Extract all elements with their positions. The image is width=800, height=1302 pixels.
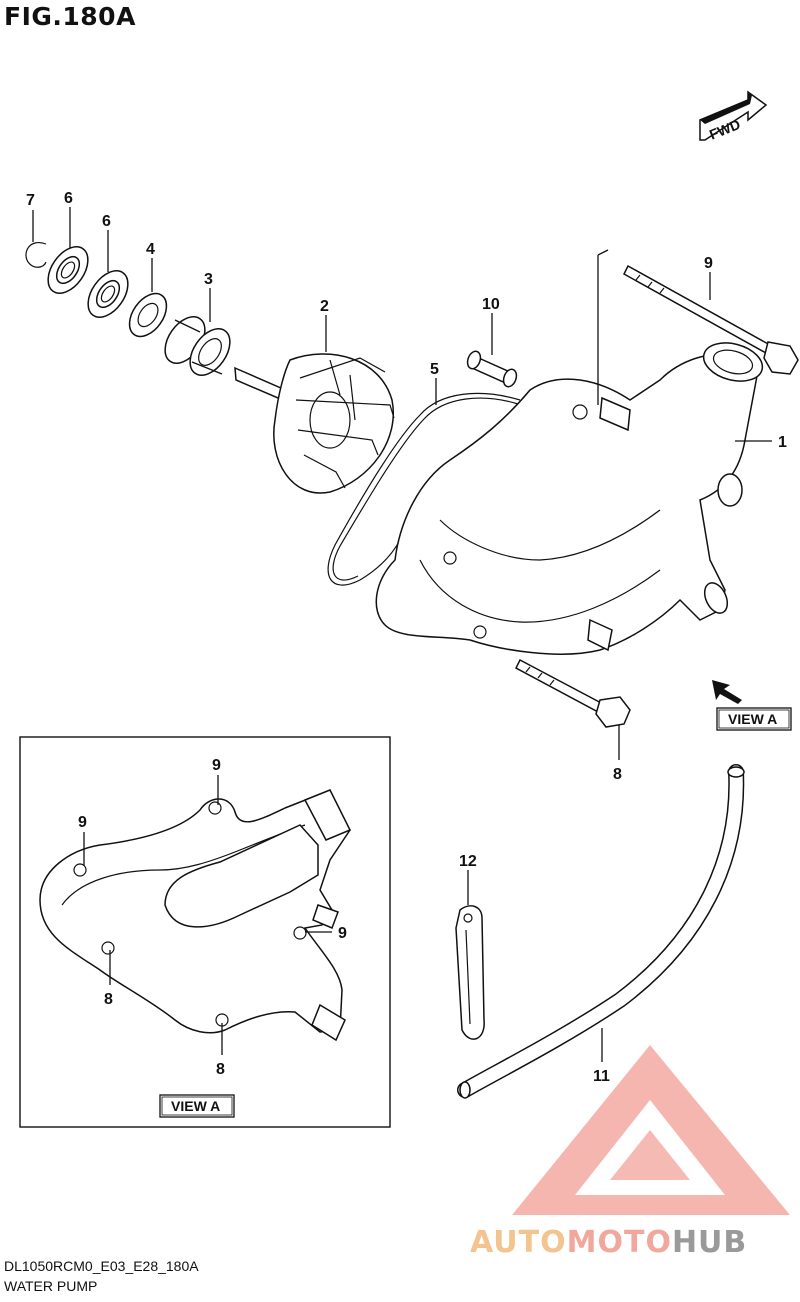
view-a-text-inset: VIEW A xyxy=(171,1098,220,1114)
watermark-part2: MOTO xyxy=(566,1225,672,1260)
view-callout-9b: 9 xyxy=(78,814,87,831)
view-callout-8b: 8 xyxy=(216,1061,225,1078)
view-callout-9c: 9 xyxy=(338,925,347,942)
callout-3: 3 xyxy=(204,271,213,288)
view-a-label-inset: VIEW A xyxy=(159,1094,235,1118)
bearing-part-a xyxy=(47,246,89,294)
view-a-arrow xyxy=(712,680,742,704)
figure-code: DL1050RCM0_E03_E28_180A xyxy=(4,1258,199,1274)
bolt-part-9 xyxy=(623,264,799,375)
callout-4: 4 xyxy=(146,241,155,258)
callout-1: 1 xyxy=(778,434,787,451)
bearing-part-b xyxy=(87,270,129,318)
callout-2: 2 xyxy=(320,298,329,315)
view-callout-9a: 9 xyxy=(212,757,221,774)
callout-7: 7 xyxy=(26,192,35,209)
watermark-text: AUTOMOTOHUB xyxy=(470,1225,747,1260)
figure-name: WATER PUMP xyxy=(4,1278,98,1294)
bolt-part-8 xyxy=(515,658,631,728)
callout-12: 12 xyxy=(459,853,477,870)
watermark-part3: HUB xyxy=(671,1225,748,1260)
callout-6b: 6 xyxy=(102,213,111,230)
watermark-part1: AUTO xyxy=(470,1225,567,1260)
seal-part xyxy=(128,292,168,338)
fwd-arrow: FWD xyxy=(699,90,768,143)
view-a-label-main: VIEW A xyxy=(716,707,792,731)
clamp-part xyxy=(455,905,485,1040)
figure-title: FIG.180A xyxy=(4,2,136,31)
callout-10: 10 xyxy=(482,296,500,313)
hose-part xyxy=(457,764,745,1099)
impeller-part xyxy=(234,353,395,494)
leader-lines xyxy=(32,207,772,1062)
callout-6a: 6 xyxy=(64,190,73,207)
mechanical-seal-part xyxy=(164,316,231,376)
dowel-pin-part xyxy=(466,350,518,388)
view-callout-8a: 8 xyxy=(104,991,113,1008)
callout-5: 5 xyxy=(430,361,439,378)
watermark-logo xyxy=(512,1045,790,1215)
callout-11: 11 xyxy=(593,1068,610,1085)
callout-8: 8 xyxy=(613,766,622,783)
circlip-part xyxy=(25,242,47,268)
view-a-text-main: VIEW A xyxy=(728,711,777,727)
view-a-inset xyxy=(19,736,391,1128)
pump-housing-part xyxy=(375,342,764,655)
callout-9: 9 xyxy=(704,255,713,272)
